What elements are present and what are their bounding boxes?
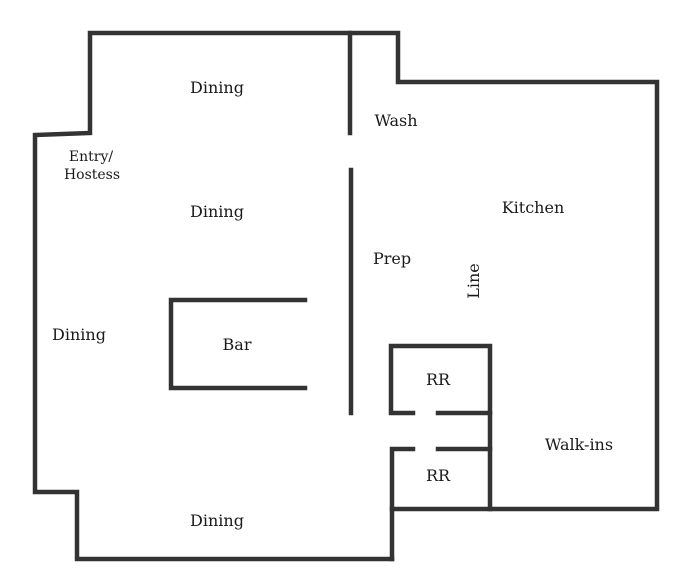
label-dining-middle: Dining: [190, 202, 244, 221]
restroom-upper-wall: [388, 343, 493, 416]
label-line: Line: [464, 263, 483, 299]
label-wash: Wash: [374, 111, 417, 130]
label-dining-left: Dining: [52, 325, 106, 344]
label-walk-ins: Walk-ins: [545, 435, 613, 454]
label-restroom-lower: RR: [426, 466, 451, 485]
label-entry-hostess-line2: Hostess: [64, 167, 120, 183]
label-kitchen: Kitchen: [502, 198, 565, 217]
label-dining-bottom: Dining: [190, 511, 244, 530]
restroom-lower-wall: [389, 446, 416, 562]
label-prep: Prep: [373, 249, 411, 268]
label-dining-top: Dining: [190, 78, 244, 97]
kitchen-outer-wall: [347, 30, 660, 512]
dining-outer-wall: [32, 30, 395, 562]
label-restroom-upper: RR: [426, 370, 451, 389]
label-bar: Bar: [223, 335, 252, 354]
label-entry-hostess-line1: Entry/: [69, 149, 113, 165]
bar-counter-wall: [168, 297, 308, 391]
